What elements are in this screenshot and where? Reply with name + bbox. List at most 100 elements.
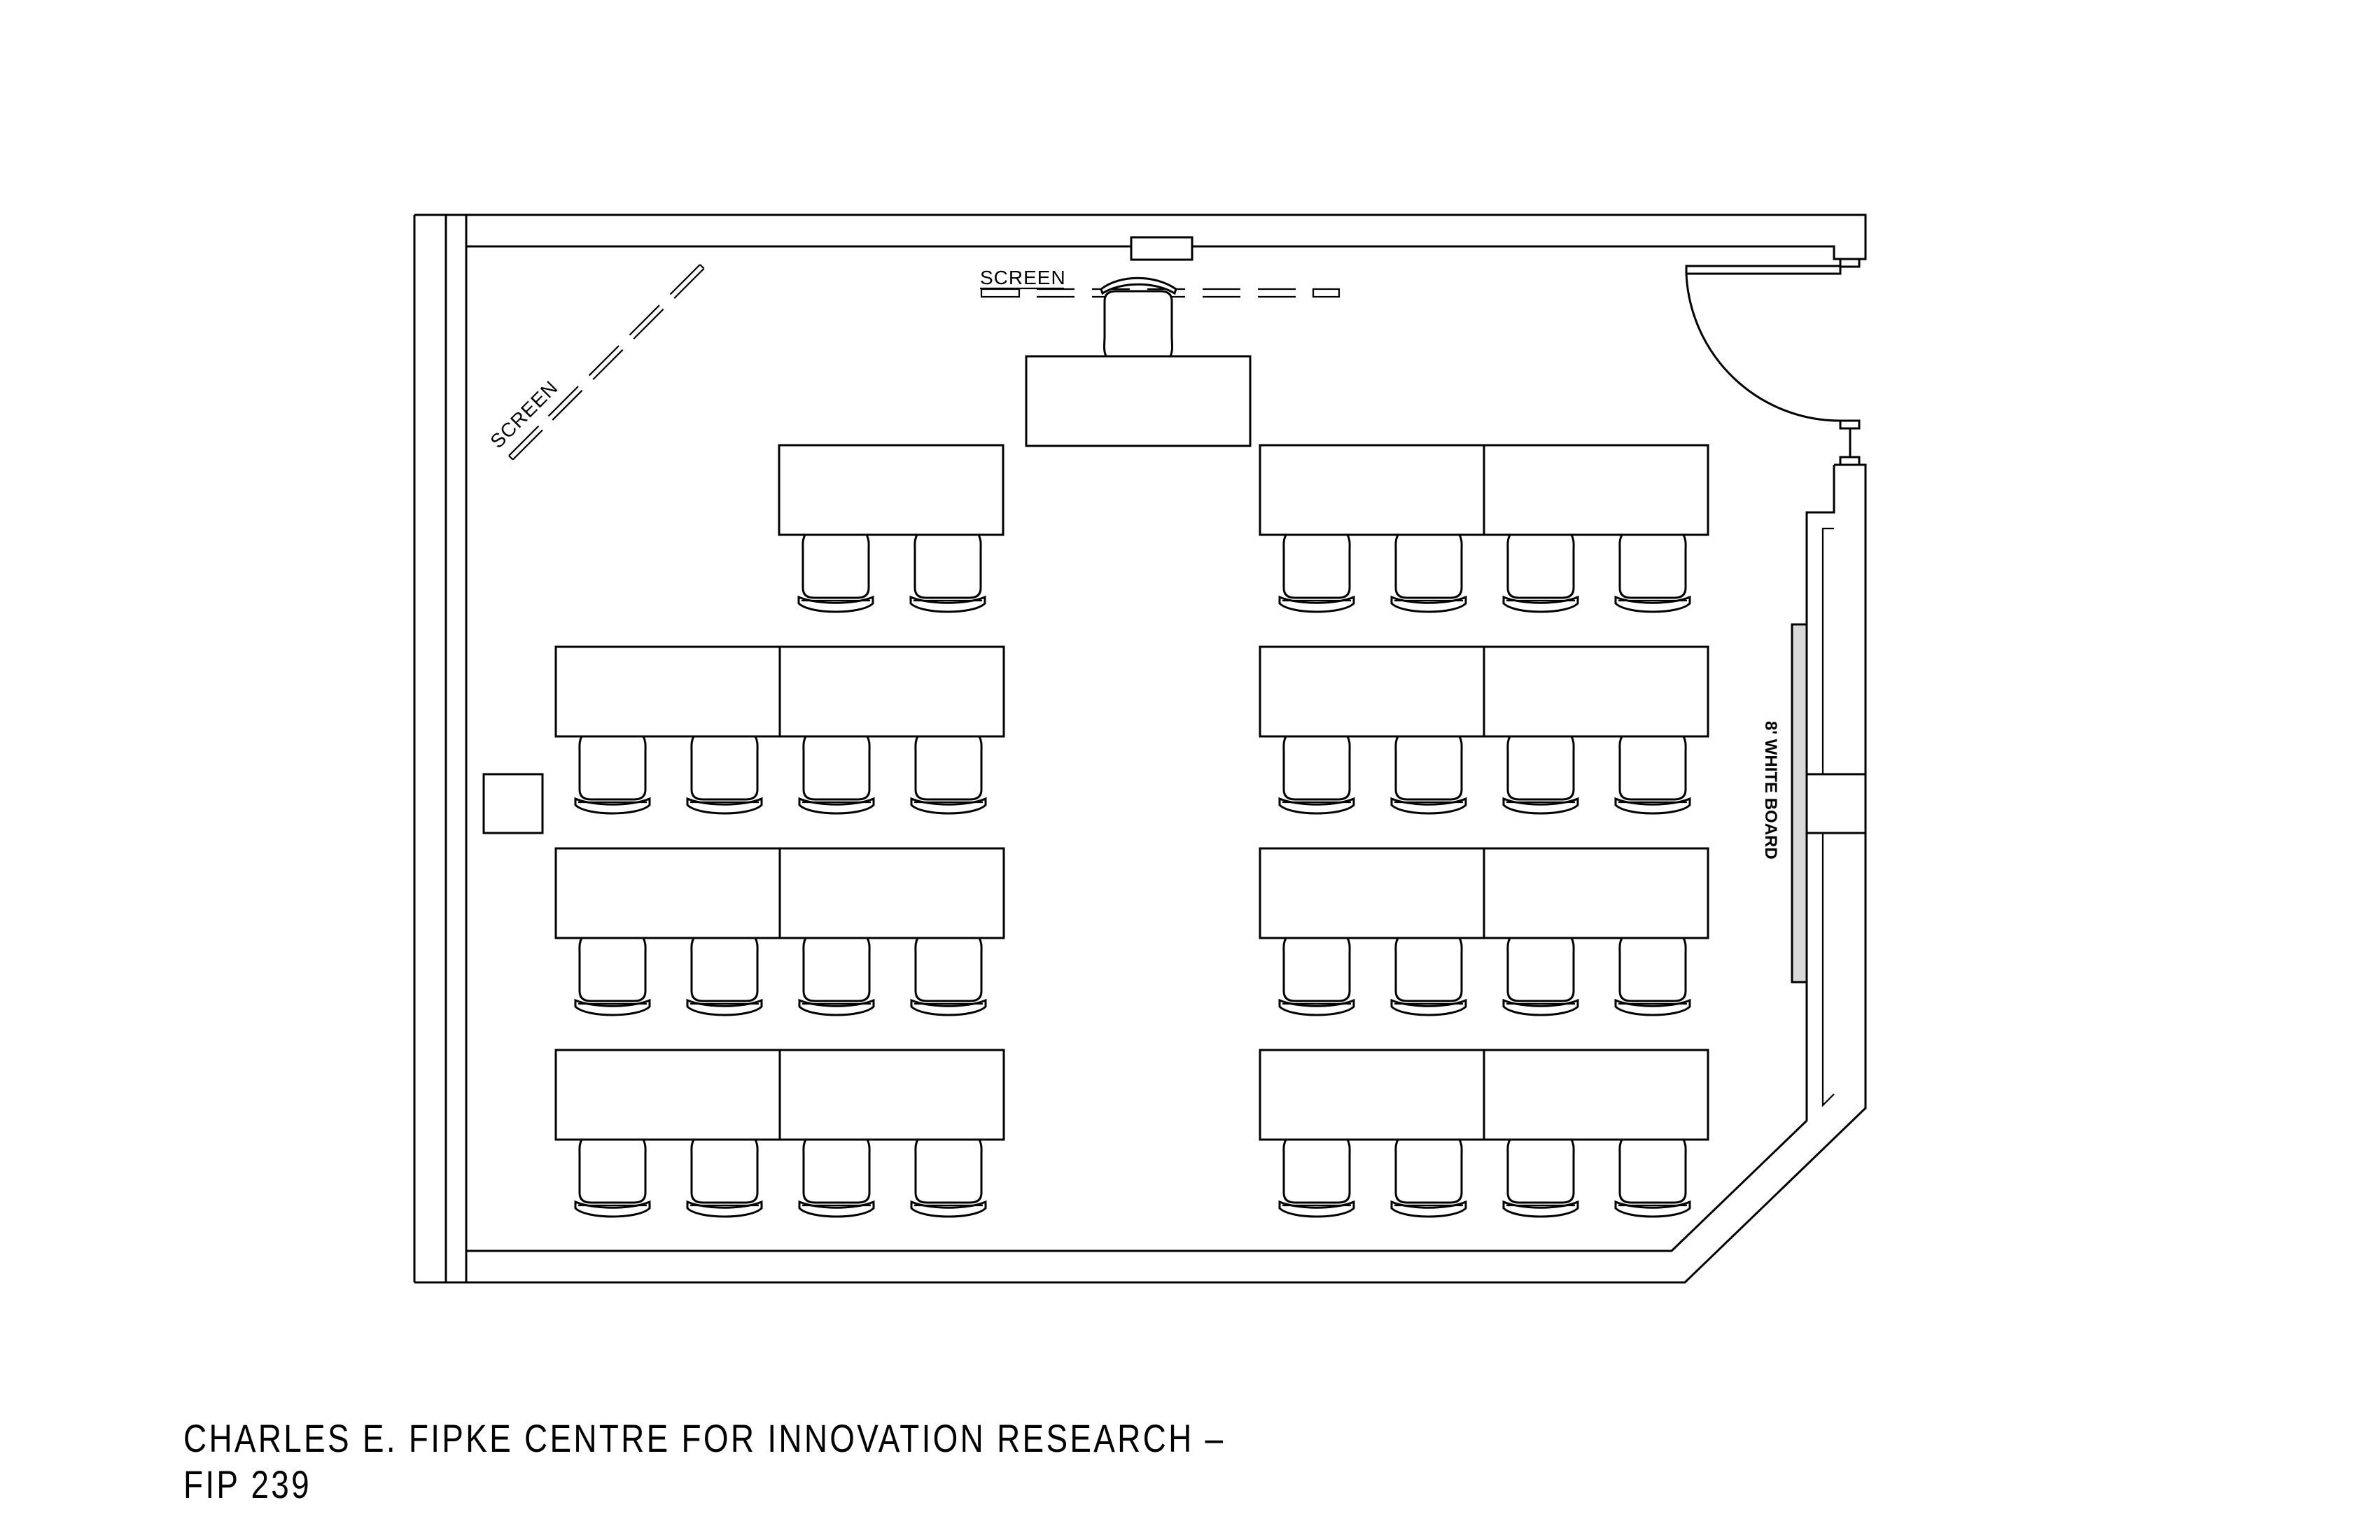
- student-chair-back: [909, 595, 986, 613]
- student-chair-back: [686, 797, 763, 815]
- student-chair-back: [686, 998, 763, 1016]
- student-seating: [554, 444, 1709, 1218]
- student-chair-back: [574, 797, 651, 815]
- student-chair-back: [798, 797, 875, 815]
- student-chair: [1282, 735, 1351, 801]
- student-chair-back: [1278, 595, 1355, 613]
- student-desk: [554, 645, 781, 738]
- student-chair: [802, 1138, 871, 1204]
- student-chair-back: [1502, 1200, 1579, 1218]
- student-chair-back: [798, 998, 875, 1016]
- student-chair-back: [1390, 595, 1467, 613]
- student-chair: [1506, 735, 1575, 801]
- student-chair-back: [1390, 1200, 1467, 1218]
- corner-screen: SCREEN: [486, 264, 705, 461]
- student-chair: [578, 1138, 647, 1204]
- student-chair-back: [1614, 595, 1691, 613]
- whiteboard-label: 8' WHITE BOARD: [1761, 721, 1780, 860]
- screen-dash: [1312, 288, 1340, 298]
- teacher-station: [1025, 276, 1252, 447]
- student-chair: [913, 533, 982, 599]
- screen-dash: [980, 288, 1021, 298]
- screen-dash: [588, 345, 620, 377]
- student-chair: [1282, 937, 1351, 1002]
- screen-dash: [508, 425, 540, 456]
- door-jamb-top: [1839, 258, 1861, 268]
- student-desk: [1259, 1049, 1485, 1141]
- student-chair: [1618, 735, 1687, 801]
- student-desk: [554, 847, 781, 939]
- student-desk: [778, 1049, 1005, 1141]
- title-line-2: FIP 239: [183, 1462, 312, 1506]
- window-slot-lower: [1821, 833, 1835, 1107]
- student-chair-back: [1278, 1200, 1355, 1218]
- front-screen-label: SCREEN: [980, 267, 1066, 288]
- student-chair: [1618, 533, 1687, 599]
- student-chair: [690, 735, 759, 801]
- student-chair-back: [910, 998, 987, 1016]
- student-chair: [578, 937, 647, 1002]
- student-chair: [578, 735, 647, 801]
- student-desk: [1483, 847, 1709, 939]
- student-chair: [1506, 533, 1575, 599]
- door-jamb-cap: [1839, 456, 1861, 466]
- student-desk: [1259, 645, 1485, 738]
- student-chair: [1394, 1138, 1463, 1204]
- door-swing-arc: [1685, 273, 1841, 422]
- student-chair-back: [1502, 797, 1579, 815]
- student-chair: [690, 1138, 759, 1204]
- student-chair-back: [1390, 998, 1467, 1016]
- student-chair: [1618, 937, 1687, 1002]
- screen-dash-cap: [508, 455, 514, 461]
- student-desk: [778, 645, 1005, 738]
- student-chair-back: [1502, 998, 1579, 1016]
- wall-panel-box: [482, 773, 544, 834]
- student-desk: [778, 847, 1005, 939]
- front-screen: SCREEN: [980, 267, 1340, 298]
- student-desk: [1259, 444, 1485, 536]
- student-chair: [1506, 1138, 1575, 1204]
- student-desk: [1483, 645, 1709, 738]
- student-chair: [1282, 1138, 1351, 1204]
- screen-dash: [669, 264, 701, 295]
- student-desk: [1483, 1049, 1709, 1141]
- student-chair: [802, 937, 871, 1002]
- student-chair: [802, 533, 870, 599]
- student-chair-back: [1614, 1200, 1691, 1218]
- screen-dash: [629, 304, 660, 336]
- screen-dash: [633, 308, 664, 340]
- right-wall-outer: [414, 463, 1867, 1284]
- title-line-1: CHARLES E. FIPKE CENTRE FOR INNOVATION R…: [183, 1416, 1226, 1460]
- student-chair: [914, 1138, 983, 1204]
- student-chair-back: [1614, 797, 1691, 815]
- student-chair-back: [797, 595, 874, 613]
- walls: [413, 214, 1867, 1284]
- student-chair-back: [1390, 797, 1467, 815]
- door-leaf: [1685, 265, 1842, 275]
- student-chair-back: [1278, 998, 1355, 1016]
- student-chair-back: [798, 1200, 875, 1218]
- title-block: CHARLES E. FIPKE CENTRE FOR INNOVATION R…: [183, 1415, 1225, 1508]
- student-chair-back: [686, 1200, 763, 1218]
- student-desk: [778, 444, 1004, 536]
- screen-dash: [512, 429, 543, 461]
- student-chair-back: [910, 797, 987, 815]
- door-jamb-bottom: [1839, 419, 1861, 430]
- screen-dash: [547, 386, 579, 417]
- window-slot-upper: [1821, 527, 1834, 774]
- student-chair: [914, 735, 983, 801]
- student-chair-back: [574, 998, 651, 1016]
- student-chair: [1506, 937, 1575, 1002]
- student-chair: [802, 735, 871, 801]
- whiteboard: [1791, 623, 1808, 983]
- student-chair: [914, 937, 983, 1002]
- corner-screen-dashes: [508, 264, 705, 461]
- screen-dash: [592, 349, 624, 380]
- student-chair-back: [1502, 595, 1579, 613]
- student-chair: [690, 937, 759, 1002]
- student-chair: [1394, 533, 1463, 599]
- student-desk: [554, 1049, 781, 1141]
- student-desk: [1259, 847, 1485, 939]
- student-chair: [1394, 735, 1463, 801]
